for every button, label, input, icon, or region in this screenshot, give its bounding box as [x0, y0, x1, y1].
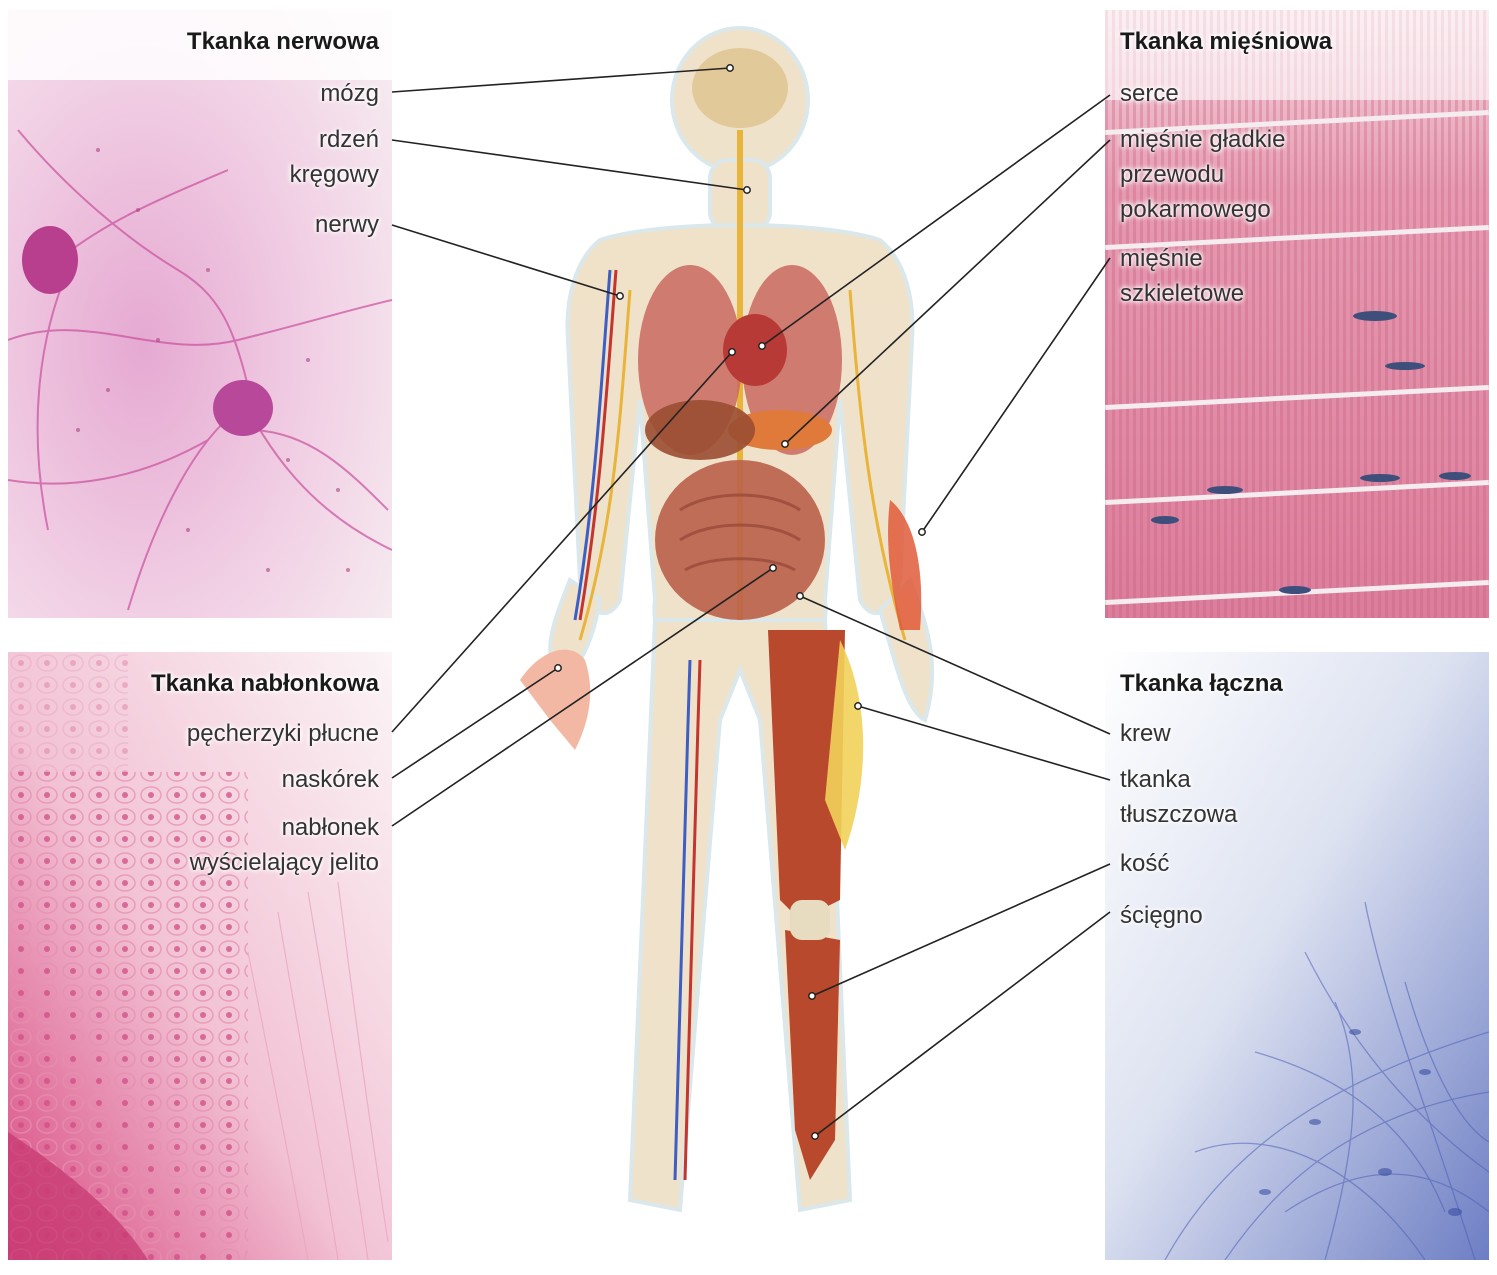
muscle-tissue-title: Tkanka mięśniowa — [1120, 28, 1332, 56]
label-adipose-tissue: tkanka tłuszczowa — [1120, 762, 1237, 832]
label-brain: mózg — [320, 76, 379, 111]
label-alveoli: pęcherzyki płucne — [187, 716, 379, 751]
nervous-tissue-title: Tkanka nerwowa — [187, 28, 379, 56]
label-skeletal-muscle: mięśnie szkieletowe — [1120, 241, 1244, 311]
label-blood: krew — [1120, 716, 1171, 751]
label-tendon: ścięgno — [1120, 898, 1203, 933]
label-epidermis: naskórek — [282, 762, 379, 797]
epithelial-tissue-title: Tkanka nabłonkowa — [151, 670, 379, 698]
label-smooth-muscle: mięśnie gładkie przewodu pokarmowego — [1120, 122, 1285, 227]
connective-tissue-title: Tkanka łączna — [1120, 670, 1283, 698]
label-intestinal-epithelium: nabłonek wyścielający jelito — [190, 810, 379, 880]
label-nerves: nerwy — [315, 207, 379, 242]
human-anatomy-figure — [400, 20, 1100, 1275]
label-bone: kość — [1120, 846, 1169, 881]
label-heart: serce — [1120, 76, 1179, 111]
label-spinal-cord: rdzeń kręgowy — [290, 122, 379, 192]
brain-shape — [692, 48, 788, 128]
